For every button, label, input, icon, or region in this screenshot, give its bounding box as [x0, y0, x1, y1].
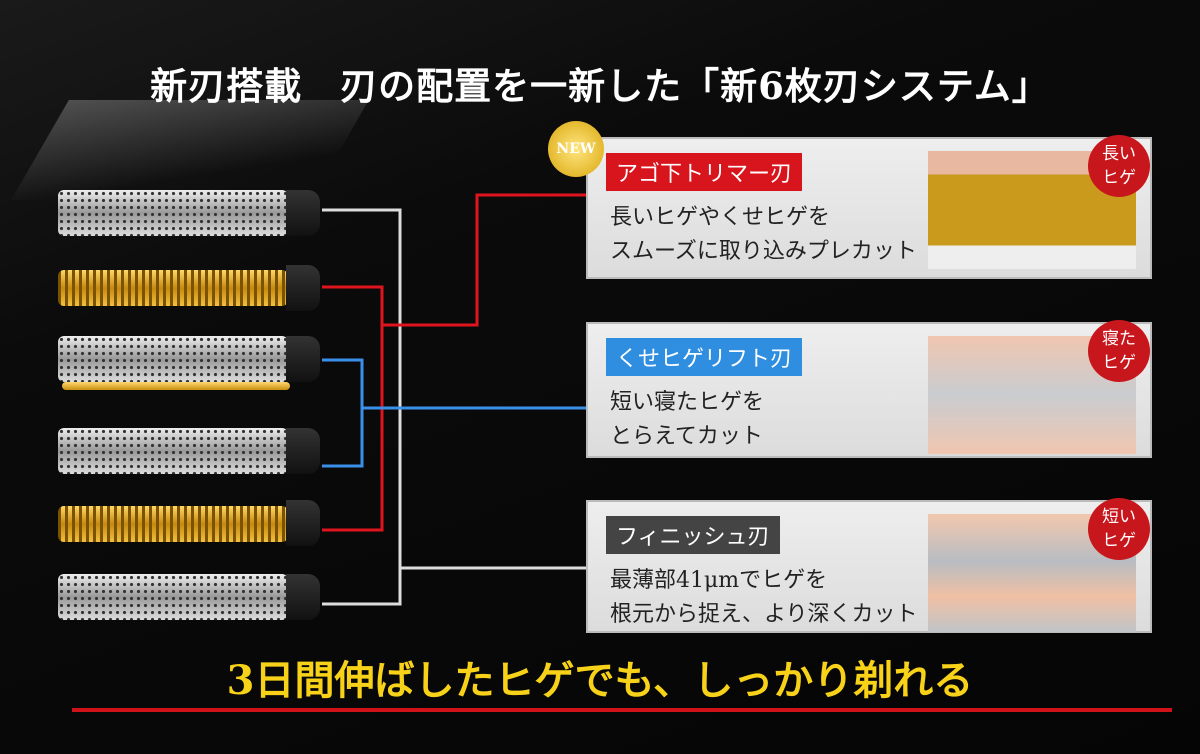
panel-label: くせヒゲリフト刃 — [606, 338, 803, 376]
blade-4-silver — [58, 428, 288, 474]
hair-type-badge: 長いヒゲ — [1088, 135, 1150, 197]
badge-line: ヒゲ — [1102, 168, 1136, 188]
panel-label: アゴ下トリマー刃 — [606, 153, 803, 191]
panel-finish-blade: フィニッシュ刃 最薄部41μmでヒゲを根元から捉え、より深くカット 短いヒゲ — [586, 498, 1152, 633]
connector-red-to-panel — [382, 193, 586, 327]
desc-line: 根元から捉え、より深くカット — [610, 602, 918, 627]
panel-chin-trimmer: アゴ下トリマー刃 長いヒゲやくせヒゲをスムーズに取り込みプレカット 長いヒゲ — [586, 135, 1152, 279]
red-divider — [72, 708, 1172, 712]
blade-cap — [286, 428, 320, 474]
hair-type-badge: 短いヒゲ — [1088, 498, 1150, 560]
blade-3-silver — [58, 336, 288, 382]
badge-line: ヒゲ — [1102, 353, 1136, 373]
desc-line: 短い寝たヒゲを — [610, 390, 765, 415]
blade-cap — [286, 190, 320, 236]
desc-line: 長いヒゲやくせヒゲを — [610, 205, 831, 230]
panel-description: 短い寝たヒゲをとらえてカット — [610, 386, 764, 454]
blade-6-silver — [58, 574, 288, 620]
panel-description: 長いヒゲやくせヒゲをスムーズに取り込みプレカット — [610, 201, 917, 269]
blade-cap — [286, 574, 320, 620]
desc-line: スムーズに取り込みプレカット — [610, 239, 917, 264]
blade-cap — [286, 500, 320, 546]
blade-5-gold — [58, 506, 288, 542]
desc-line: とらえてカット — [610, 424, 763, 449]
badge-line: 短い — [1102, 507, 1136, 527]
panel-description: 最薄部41μmでヒゲを根元から捉え、より深くカット — [610, 564, 918, 632]
blade-cap — [286, 336, 320, 382]
hair-type-badge: 寝たヒゲ — [1088, 320, 1150, 382]
blade-1-silver — [58, 190, 288, 236]
tagline: 3日間伸ばしたヒゲでも、しっかり剃れる — [226, 657, 974, 704]
blade-cap — [286, 265, 320, 311]
badge-line: 長い — [1102, 144, 1136, 164]
panel-lift-blade: くせヒゲリフト刃 短い寝たヒゲをとらえてカット 寝たヒゲ — [586, 320, 1152, 458]
badge-line: ヒゲ — [1102, 531, 1136, 551]
connector-blue — [322, 358, 364, 468]
panel-label: フィニッシュ刃 — [606, 516, 780, 554]
blade-2-gold — [58, 270, 288, 306]
desc-line: 最薄部41μmでヒゲを — [610, 568, 828, 593]
blade-3-gold-rod — [62, 382, 290, 390]
slide-title: 新刃搭載 刃の配置を一新した「新6枚刃システム」 — [150, 64, 1050, 108]
new-badge: NEW — [548, 121, 604, 177]
badge-line: 寝た — [1102, 329, 1136, 349]
